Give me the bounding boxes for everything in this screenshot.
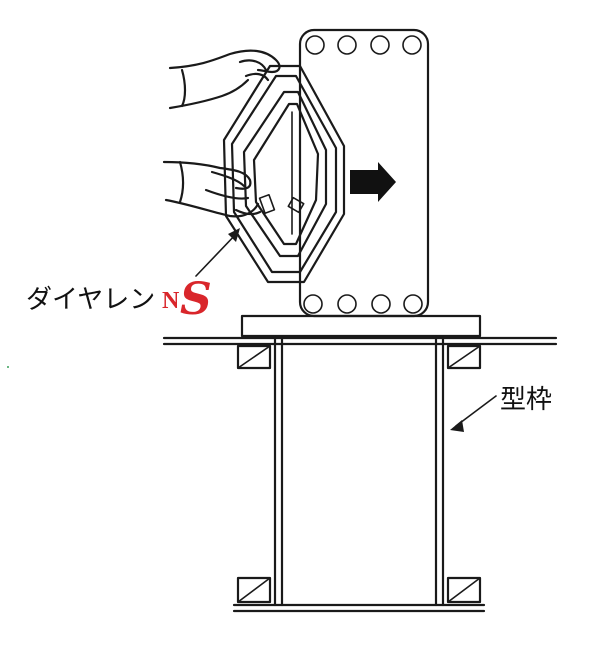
product-leader-arrow	[195, 228, 240, 277]
upper-hand	[168, 49, 281, 110]
formwork	[162, 336, 558, 613]
formwork-leader-arrow	[450, 395, 497, 432]
roller	[370, 35, 390, 55]
speck	[7, 366, 9, 368]
product-label-s: S	[180, 274, 212, 325]
diamond-outer-2	[230, 74, 338, 274]
bottom-rollers	[303, 294, 423, 314]
product-label-prefix: ダイヤレン	[26, 285, 155, 315]
roller	[371, 294, 391, 314]
base-plate	[240, 314, 482, 338]
diamond-outer	[222, 64, 346, 284]
product-label: ダイヤレン N S	[26, 274, 212, 325]
diamond-product	[222, 64, 346, 284]
roller	[402, 35, 422, 55]
roller	[403, 294, 423, 314]
right-arrow-icon	[350, 162, 396, 202]
clip	[287, 196, 305, 214]
roller	[337, 294, 357, 314]
clip	[258, 193, 276, 215]
corner-block	[236, 576, 272, 604]
corner-block	[236, 344, 272, 370]
roller	[305, 35, 325, 55]
diamond-inner-2	[252, 102, 320, 246]
corner-block	[446, 344, 482, 370]
roller	[337, 35, 357, 55]
top-rollers	[305, 35, 422, 55]
diamond-inner	[242, 90, 328, 258]
formwork-label: 型枠	[500, 385, 552, 415]
corner-block	[446, 576, 482, 604]
product-label-n: N	[162, 288, 180, 314]
lower-hand	[162, 160, 262, 218]
roller	[303, 294, 323, 314]
